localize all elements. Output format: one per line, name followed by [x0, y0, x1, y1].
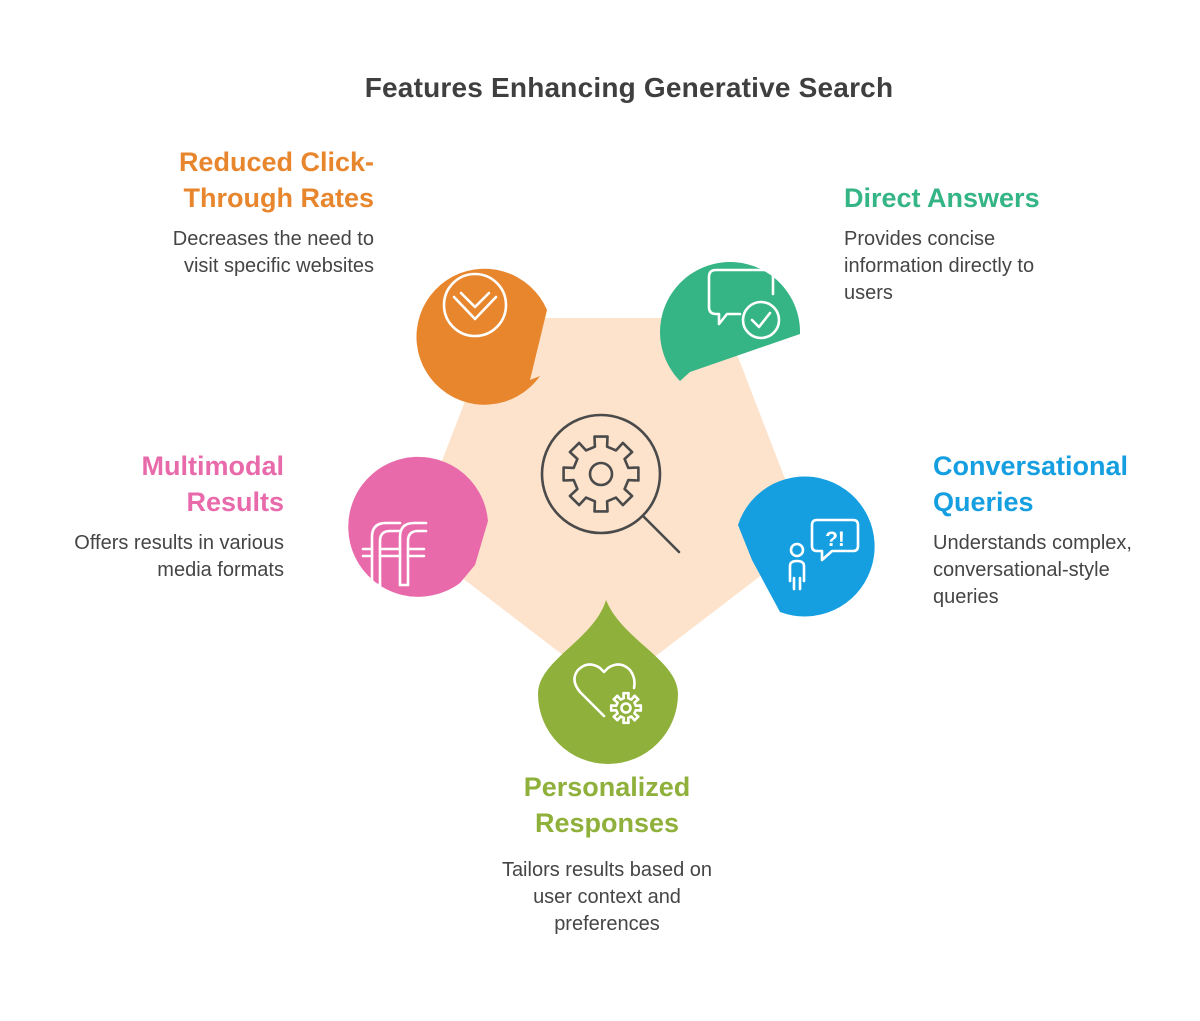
- feature-description: Understands complex, conversational-styl…: [933, 530, 1193, 611]
- feature-description-line: preferences: [554, 913, 660, 935]
- center-hub: [423, 318, 797, 676]
- feature-title-line: Conversational: [933, 451, 1129, 481]
- feature-description: Provides concise information directly to…: [844, 226, 1144, 307]
- node-personalized: [538, 600, 678, 764]
- feature-description: Decreases the need to visit specific web…: [100, 226, 374, 280]
- feature-title-line: Multimodal: [141, 451, 285, 481]
- gear-magnifier-icon: [540, 413, 681, 554]
- chat-check-icon: [707, 268, 781, 340]
- diagram-title: Features Enhancing Generative Search: [364, 72, 894, 103]
- person-question-bubble-icon: [788, 518, 860, 591]
- feature-description-line: users: [844, 282, 893, 304]
- node-multimodal: [348, 456, 488, 597]
- feature-title-line: Direct Answers: [844, 183, 1040, 213]
- heart-gear-icon: [573, 663, 643, 725]
- feature-description-line: queries: [933, 586, 999, 608]
- feature-title-line: Results: [186, 487, 284, 517]
- magnifier-lens: [540, 413, 662, 535]
- feature-title: Personalized Responses: [456, 769, 758, 841]
- chevron-down-circle-icon: [442, 272, 508, 338]
- feature-title-line: Through Rates: [183, 183, 374, 213]
- droplet-conversational: [738, 476, 875, 617]
- ligature-ff-icon: [361, 521, 428, 587]
- feature-description: Tailors results based on user context an…: [456, 857, 758, 938]
- droplet-multimodal: [348, 456, 488, 597]
- feature-title: Conversational Queries: [933, 448, 1193, 520]
- node-reduced-click: [416, 268, 547, 405]
- feature-description: Offers results in various media formats: [20, 530, 284, 584]
- center-pentagon: [423, 318, 797, 676]
- feature-personalized: Personalized Responses Tailors results b…: [456, 769, 758, 938]
- feature-title-line: Personalized: [523, 772, 691, 802]
- feature-title: Direct Answers: [844, 180, 1144, 216]
- feature-title: Reduced Click- Through Rates: [100, 144, 374, 216]
- feature-multimodal: Multimodal Results Offers results in var…: [20, 448, 284, 584]
- feature-conversational: Conversational Queries Understands compl…: [933, 448, 1193, 611]
- gear-outline: [562, 435, 640, 513]
- feature-title: Multimodal Results: [20, 448, 285, 520]
- magnifier-handle: [641, 514, 681, 554]
- droplet-reduced-click: [416, 268, 547, 405]
- gear-hole: [588, 461, 614, 487]
- feature-description-line: Decreases the need to: [172, 228, 374, 250]
- node-direct-answers: [660, 262, 801, 381]
- small-gear: [609, 691, 643, 725]
- feature-direct-answers: Direct Answers Provides concise informat…: [844, 180, 1144, 307]
- feature-title-line: Queries: [933, 487, 1034, 517]
- feature-description-line: Provides concise: [844, 228, 996, 250]
- feature-reduced-click: Reduced Click- Through Rates Decreases t…: [100, 144, 374, 280]
- feature-description-line: conversational-style: [933, 559, 1110, 581]
- question-exclaim-glyph: ?!: [825, 528, 845, 551]
- feature-description-line: information directly to: [844, 255, 1035, 277]
- feature-title-line: Reduced Click-: [178, 147, 374, 177]
- feature-description-line: Tailors results based on: [501, 859, 713, 881]
- droplet-personalized: [538, 600, 678, 764]
- feature-description-line: user context and: [533, 886, 681, 908]
- node-conversational: ?!: [738, 476, 875, 617]
- droplet-direct-answers: [660, 262, 801, 381]
- feature-title-line: Responses: [534, 808, 680, 838]
- feature-description-line: Offers results in various: [74, 532, 284, 554]
- feature-description-line: Understands complex,: [933, 532, 1132, 554]
- feature-description-line: media formats: [157, 559, 284, 581]
- feature-description-line: visit specific websites: [183, 255, 374, 277]
